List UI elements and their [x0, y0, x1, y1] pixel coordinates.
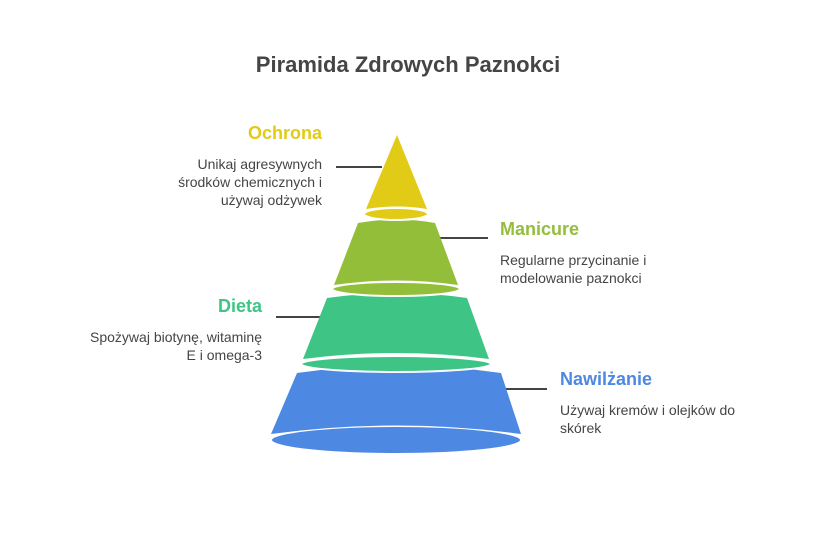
diagram-title: Piramida Zdrowych Paznokci [255, 52, 561, 77]
layer-manicure [331, 219, 461, 297]
layer-dieta [300, 293, 492, 373]
layer-base [270, 425, 522, 455]
layer-nawilzanie [270, 365, 522, 455]
layer-base [300, 355, 492, 373]
layer-base [331, 281, 461, 297]
layer-body [271, 365, 521, 434]
level-description: Spożywaj biotynę, witaminę E i omega-3 [90, 329, 262, 363]
level-description: Używaj kremów i olejków do skórek [560, 402, 736, 436]
layer-body [366, 135, 427, 209]
level-nawilzanie: Nawilżanie Używaj kremów i olejków do sk… [560, 368, 735, 437]
level-description: Regularne przycinanie i modelowanie pazn… [500, 252, 647, 286]
level-dieta: Dieta Spożywaj biotynę, witaminę E i ome… [90, 295, 262, 364]
level-description: Unikaj agresywnych środków chemicznych i… [178, 156, 322, 208]
level-heading: Manicure [500, 219, 580, 239]
layer-base [363, 207, 429, 221]
layer-body [303, 293, 489, 359]
level-manicure: Manicure Regularne przycinanie i modelow… [500, 218, 646, 287]
layer-ochrona [363, 135, 429, 221]
level-heading: Dieta [217, 296, 262, 316]
level-ochrona: Ochrona Unikaj agresywnych środków chemi… [178, 122, 322, 209]
level-heading: Nawilżanie [560, 369, 653, 389]
level-heading: Ochrona [247, 123, 322, 143]
layer-body [334, 219, 458, 285]
